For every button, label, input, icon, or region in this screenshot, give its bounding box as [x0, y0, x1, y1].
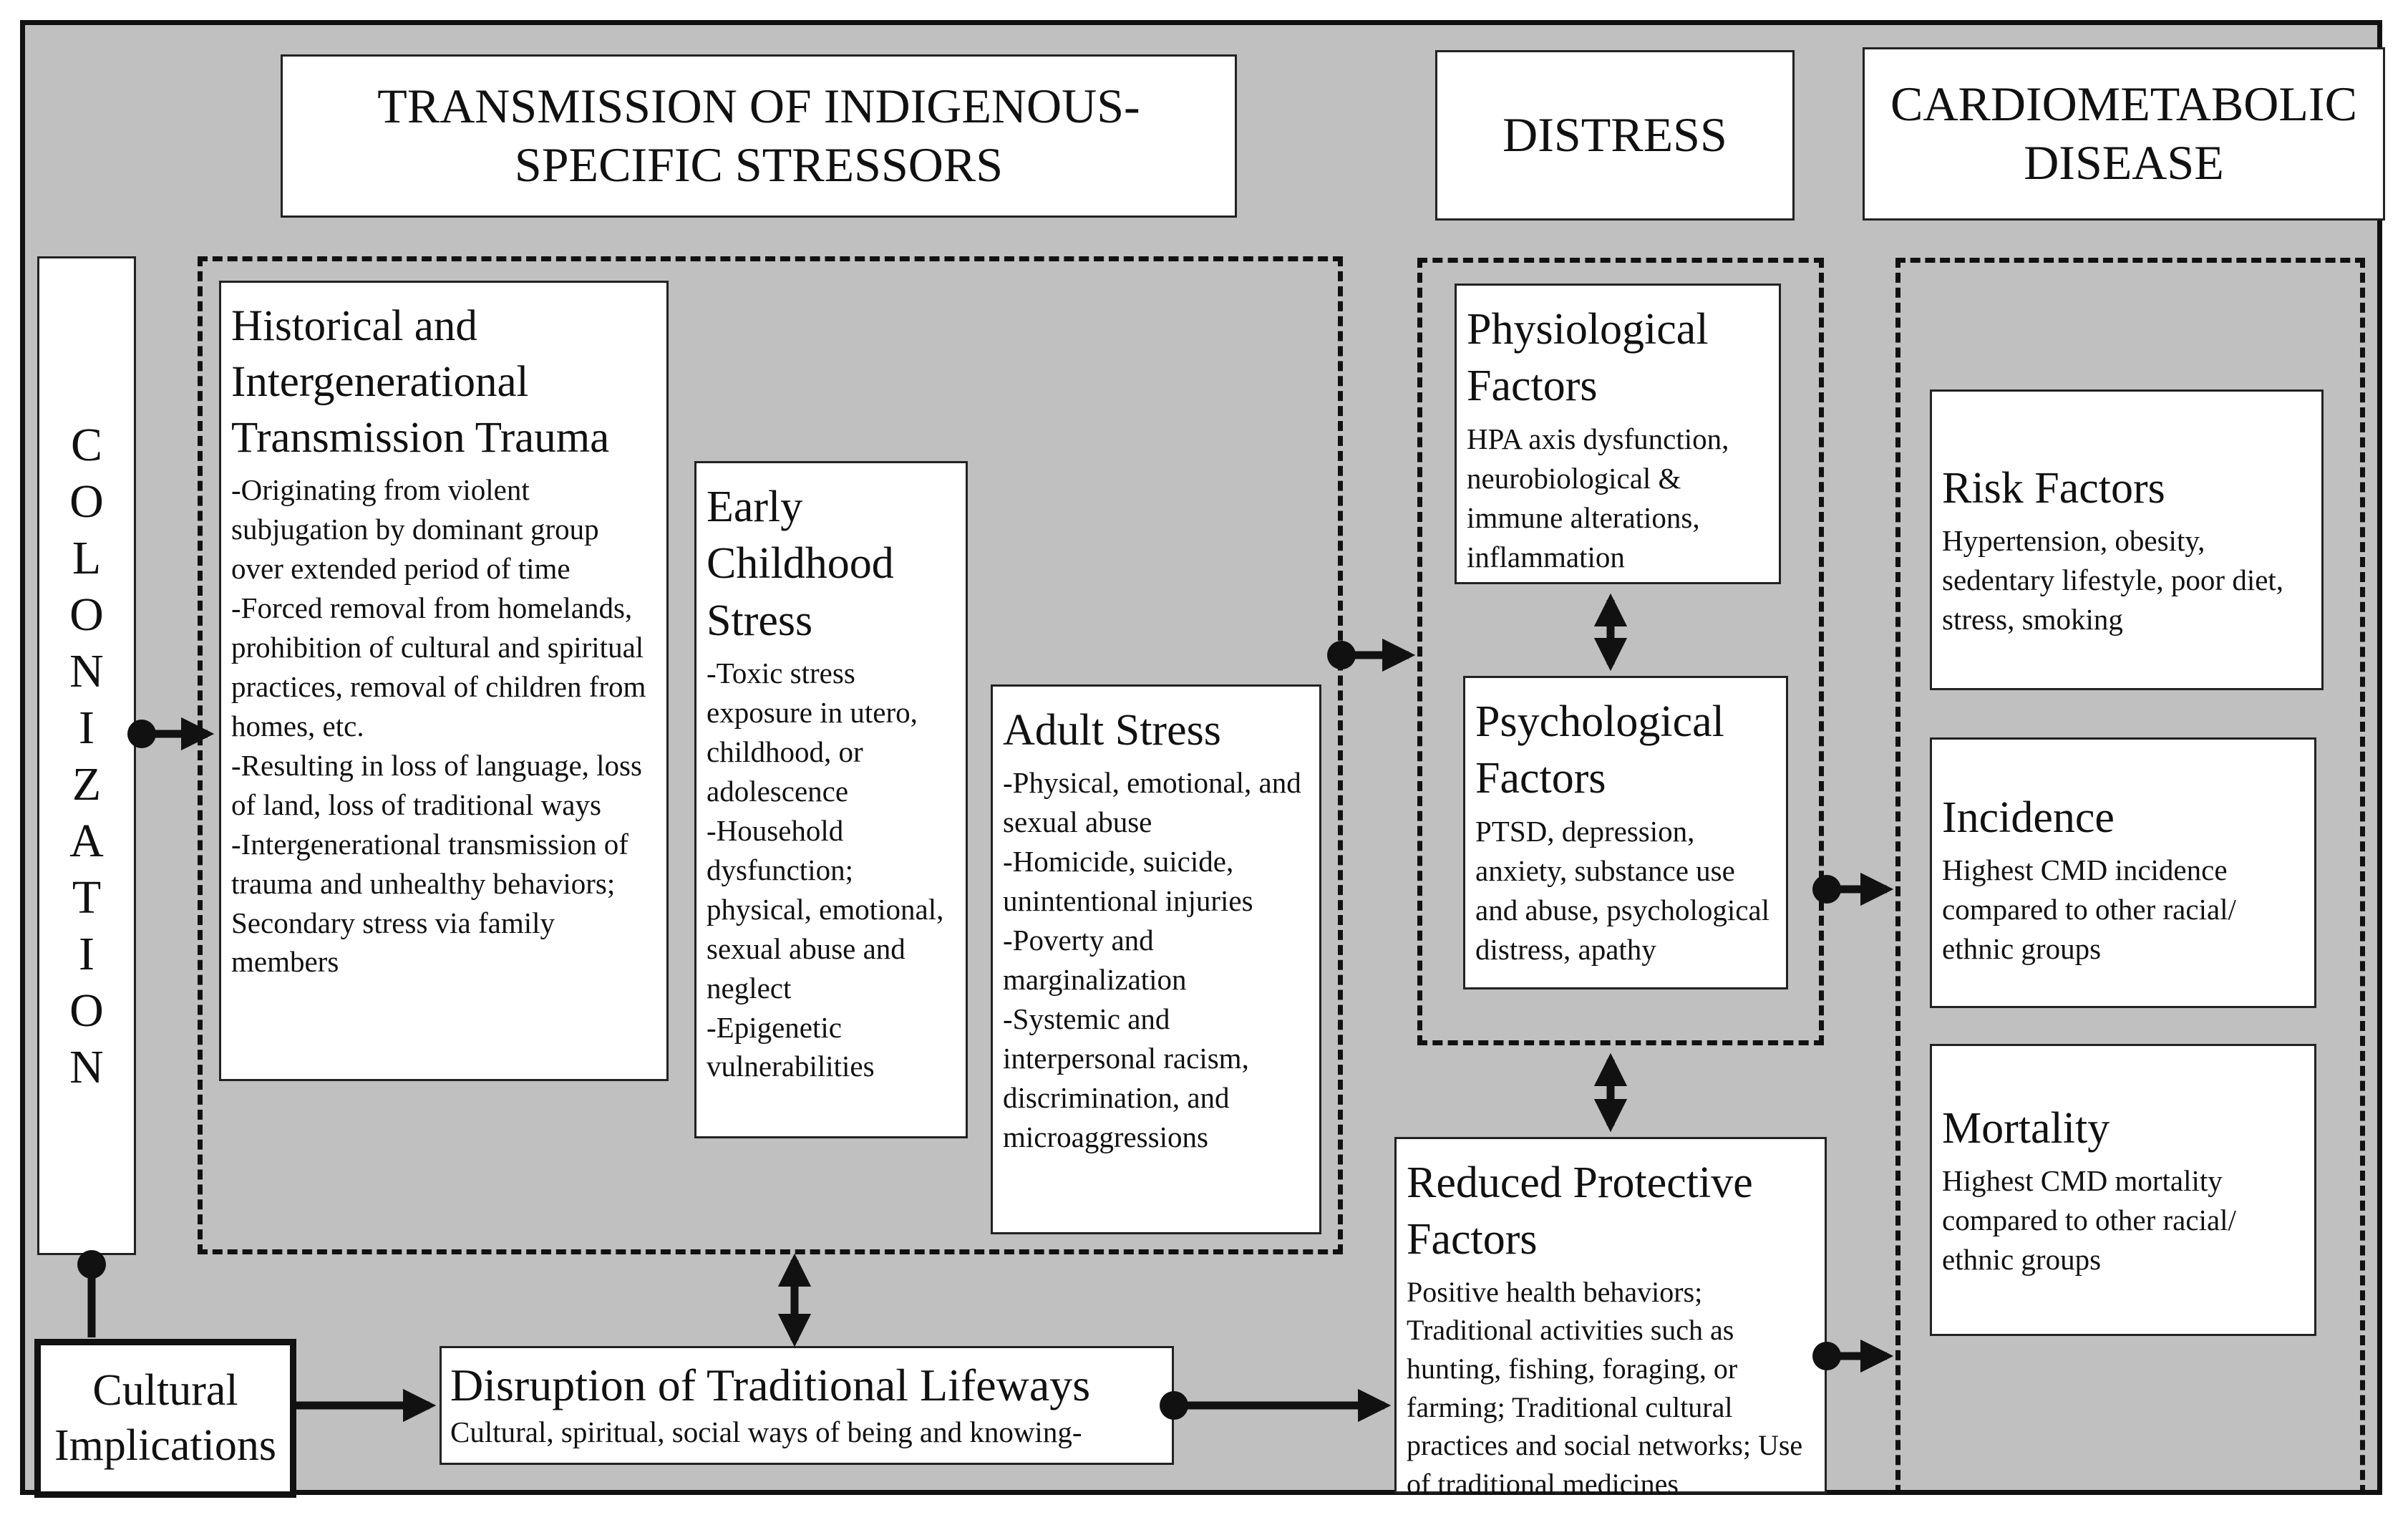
colonization-letter: O — [69, 588, 104, 641]
connector-dot — [1812, 875, 1841, 904]
incidence-body: Highest CMD incidence compared to other … — [1942, 853, 2236, 966]
early-childhood-box: Early Childhood Stress -Toxic stress exp… — [694, 461, 968, 1138]
disruption-body: Cultural, spiritual, social ways of bein… — [450, 1415, 1082, 1448]
colonization-letter: O — [69, 475, 104, 528]
physiological-title: Physiological Factors — [1467, 305, 1709, 411]
header-cardiometabolic: CARDIOMETABOLIC DISEASE — [1863, 47, 2385, 221]
header-distress: DISTRESS — [1435, 50, 1795, 221]
adult-stress-title: Adult Stress — [1003, 706, 1221, 755]
psychological-box: Psychological Factors PTSD, depression, … — [1463, 676, 1788, 989]
physiological-box: Physiological Factors HPA axis dysfuncti… — [1455, 284, 1781, 584]
psychological-title: Psychological Factors — [1475, 697, 1724, 803]
disruption-title: Disruption of Traditional Lifeways — [450, 1360, 1091, 1410]
physiological-body: HPA axis dysfunction, neurobiological & … — [1467, 422, 1729, 573]
early-childhood-body: -Toxic stress exposure in utero, childho… — [707, 657, 944, 1083]
early-childhood-title: Early Childhood Stress — [707, 483, 894, 645]
reduced-protective-title: Reduced Protective Factors — [1407, 1158, 1753, 1264]
mortality-box: Mortality Highest CMD mortality compared… — [1930, 1044, 2316, 1336]
connector-dot — [127, 720, 156, 748]
historical-trauma-title: Historical and Intergenerational Transmi… — [231, 302, 610, 463]
connector-dot — [1160, 1391, 1188, 1420]
colonization-box: C O L O N I Z A T I O N — [37, 256, 136, 1255]
connector-dot — [77, 1250, 106, 1279]
stressors-group — [198, 256, 1343, 1254]
colonization-letter: O — [69, 984, 104, 1037]
header-transmission: TRANSMISSION OF INDIGENOUS-SPECIFIC STRE… — [281, 54, 1237, 218]
risk-factors-body: Hypertension, obesity, sedentary lifesty… — [1942, 524, 2284, 636]
colonization-letter: A — [69, 814, 104, 867]
colonization-letter: N — [69, 1040, 104, 1093]
disruption-box: Disruption of Traditional Lifeways Cultu… — [440, 1346, 1174, 1465]
historical-trauma-body: -Originating from violent subjugation by… — [231, 473, 646, 979]
colonization-letter: T — [72, 871, 102, 924]
reduced-protective-body: Positive health behaviors; Traditional a… — [1407, 1275, 1803, 1500]
connector-dot — [1327, 641, 1356, 669]
incidence-title: Incidence — [1942, 793, 2115, 842]
connector-dot — [1812, 1342, 1841, 1370]
colonization-letter: C — [70, 418, 103, 471]
adult-stress-box: Adult Stress -Physical, emotional, and s… — [991, 684, 1321, 1234]
risk-factors-box: Risk Factors Hypertension, obesity, sede… — [1930, 389, 2324, 690]
disease-group — [1895, 258, 2365, 1495]
historical-trauma-box: Historical and Intergenerational Transmi… — [219, 281, 669, 1081]
incidence-box: Incidence Highest CMD incidence compared… — [1930, 737, 2316, 1008]
colonization-letter: N — [69, 644, 104, 697]
colonization-letter: L — [72, 531, 102, 584]
risk-factors-title: Risk Factors — [1942, 464, 2165, 513]
adult-stress-body: -Physical, emotional, and sexual abuse -… — [1003, 766, 1301, 1153]
colonization-letter: I — [79, 701, 94, 754]
colonization-letter: I — [79, 927, 94, 980]
colonization-letter: Z — [72, 757, 102, 810]
reduced-protective-box: Reduced Protective Factors Positive heal… — [1394, 1137, 1827, 1500]
mortality-title: Mortality — [1942, 1104, 2110, 1153]
mortality-body: Highest CMD mortality compared to other … — [1942, 1164, 2236, 1277]
distress-group — [1417, 258, 1824, 1045]
cultural-implications-box: Cultural Implications — [34, 1339, 296, 1498]
psychological-body: PTSD, depression, anxiety, substance use… — [1475, 814, 1770, 966]
